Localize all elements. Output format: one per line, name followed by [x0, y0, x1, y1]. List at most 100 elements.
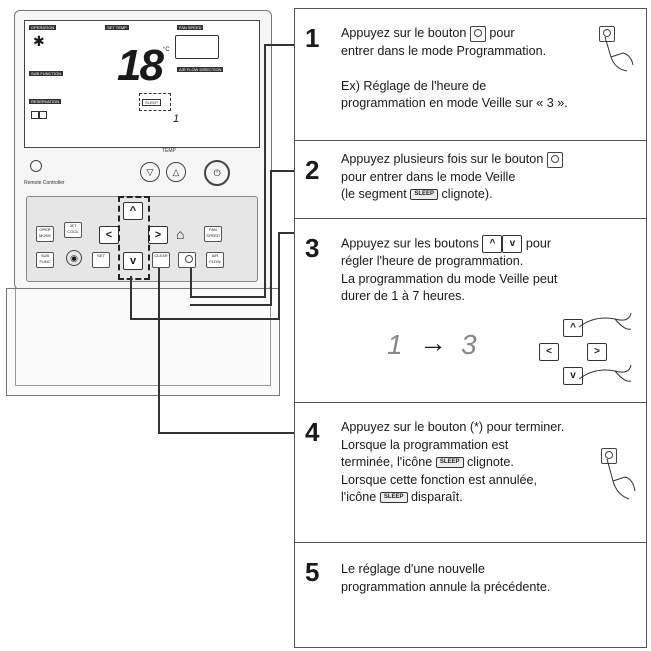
- lcd-temperature: 18: [117, 41, 164, 90]
- step-text: Appuyez plusieurs fois sur le bouton: [341, 152, 544, 166]
- timer-key[interactable]: [178, 252, 196, 268]
- lcd-sub-function-segment: SUB FUNCTION: [29, 71, 63, 76]
- step-1: 1 Appuyez sur le bouton pour entrer dans…: [294, 8, 647, 142]
- fan-speed-indicator: [175, 35, 219, 59]
- step-text: Appuyez sur le bouton: [341, 26, 467, 40]
- connector-line: [270, 170, 294, 172]
- function-dial-icon[interactable]: ◉: [66, 250, 82, 266]
- step-number: 5: [305, 557, 320, 587]
- lcd-air-flow-segment: AIR FLOW DIRECTION: [177, 67, 224, 72]
- step-text: (le segment: [341, 187, 407, 201]
- sub-func-key[interactable]: SUB FUNC: [36, 252, 54, 268]
- remote-base: [6, 288, 280, 396]
- sleep-icon-chip: SLEEP: [435, 457, 464, 469]
- step-text: régler l'heure de programmation.: [341, 254, 524, 268]
- right-arrow-icon: >: [587, 343, 607, 361]
- lcd-hour-digit: 1: [173, 113, 180, 125]
- step-text: Lorsque la programmation est: [341, 437, 509, 452]
- step-3: 3 Appuyez sur les boutons ^v pour régler…: [294, 218, 647, 404]
- connector-line: [130, 276, 132, 320]
- lcd-set-temp-segment: SET TEMP: [105, 25, 129, 30]
- down-arrow-key[interactable]: v: [123, 252, 143, 270]
- example-text: programmation en mode Veille sur « 3 ».: [341, 96, 568, 110]
- snowflake-icon: ✱: [33, 33, 45, 49]
- connector-line: [278, 232, 294, 234]
- sensor-icon: [30, 160, 42, 172]
- pressing-hand-icon: [599, 25, 634, 72]
- air-flow-key[interactable]: AIR FLOW: [206, 252, 224, 268]
- digit-to: 3: [461, 329, 477, 360]
- lcd-operation-segment: OPERATION: [29, 25, 57, 30]
- clear-key[interactable]: CLEAR: [152, 252, 170, 268]
- temp-label: TEMP: [162, 148, 176, 154]
- step-text: Le réglage d'une nouvelle: [341, 562, 485, 576]
- step-text: clignote.: [467, 455, 514, 469]
- step-text: l'icône: [341, 490, 377, 504]
- step-5: 5 Le réglage d'une nouvelle programmatio…: [294, 542, 647, 648]
- connector-line: [158, 432, 294, 434]
- step-text: programmation annule la précédente.: [341, 579, 551, 594]
- lcd-reservation-segment: RESERVATION: [29, 99, 62, 104]
- temp-up-button[interactable]: △: [166, 162, 186, 182]
- pressing-hand-icon: [578, 312, 632, 382]
- lcd-fan-speed-segment: FAN SPEED: [177, 25, 204, 30]
- step-text: durer de 1 à 7 heures.: [341, 289, 465, 303]
- pressing-hand-icon: [601, 447, 636, 500]
- set-key[interactable]: SET: [92, 252, 110, 268]
- step-text: pour entrer dans le mode Veille: [341, 169, 516, 184]
- home-icon[interactable]: ⌂: [176, 226, 185, 242]
- timer-button-icon: [469, 25, 486, 42]
- step-text: La programmation du mode Veille peut: [341, 271, 558, 286]
- left-arrow-icon: <: [539, 343, 559, 361]
- up-arrow-key[interactable]: ^: [123, 202, 143, 220]
- connector-line: [190, 268, 192, 298]
- example-text: Ex) Réglage de l'heure de: [341, 78, 487, 93]
- jet-cool-key[interactable]: JET COOL: [64, 222, 82, 238]
- connector-line: [264, 44, 294, 46]
- connector-line: [264, 44, 266, 298]
- connector-line: [130, 318, 280, 320]
- lcd-display: OPERATION ✱ SET TEMP 18 °C FAN SPEED AIR…: [24, 20, 260, 148]
- step-text: Appuyez sur les boutons: [341, 236, 479, 251]
- arrow-right-icon: →: [419, 327, 447, 358]
- connector-line: [190, 296, 266, 298]
- connector-line: [278, 232, 280, 320]
- down-arrow-icon: v: [563, 367, 583, 385]
- fan-speed-key[interactable]: FAN SPEED: [204, 226, 222, 242]
- step-text: disparaît.: [411, 490, 463, 504]
- lcd-box-icon: [31, 111, 39, 119]
- left-arrow-key[interactable]: <: [99, 226, 119, 244]
- step-text: terminée, l'icône: [341, 455, 433, 469]
- step-text: clignote).: [441, 187, 493, 201]
- step-number: 1: [305, 23, 320, 53]
- step-2: 2 Appuyez plusieurs fois sur le bouton p…: [294, 140, 647, 220]
- connector-line: [270, 170, 272, 306]
- up-arrow-icon: ^: [563, 319, 583, 337]
- down-arrow-icon: v: [502, 235, 523, 253]
- remote-label: Remote Controller: [24, 180, 65, 186]
- step-text: Lorsque cette fonction est annulée,: [341, 472, 538, 487]
- step-number: 3: [305, 233, 320, 263]
- connector-line: [158, 268, 160, 434]
- lcd-box-icon: [39, 111, 47, 119]
- step-number: 2: [305, 155, 320, 185]
- digit-from: 1: [387, 329, 403, 360]
- power-button[interactable]: ⏻: [204, 160, 230, 186]
- right-arrow-key[interactable]: >: [148, 226, 168, 244]
- step-text: Appuyez sur le bouton (*) pour terminer.: [341, 420, 565, 434]
- timer-button-icon: [546, 151, 563, 168]
- sleep-icon-chip: SLEEP: [379, 492, 408, 504]
- oper-mode-key[interactable]: OPER MODE: [36, 226, 54, 242]
- step-text: pour: [525, 236, 552, 251]
- step-4: 4 Appuyez sur le bouton (*) pour termine…: [294, 402, 647, 544]
- lcd-unit: °C: [163, 47, 170, 53]
- arrow-keys-highlight: [118, 196, 150, 280]
- sleep-segment-chip: SLEEP: [410, 189, 438, 201]
- lcd-sleep-highlight: SLEEP: [139, 93, 171, 111]
- temp-down-button[interactable]: ▽: [140, 162, 160, 182]
- lcd-sleep-segment: SLEEP: [142, 99, 161, 106]
- up-arrow-icon: ^: [482, 235, 503, 253]
- step-text: entrer dans le mode Programmation.: [341, 43, 547, 58]
- timer-icon: [182, 253, 193, 263]
- step-text: pour: [489, 26, 515, 40]
